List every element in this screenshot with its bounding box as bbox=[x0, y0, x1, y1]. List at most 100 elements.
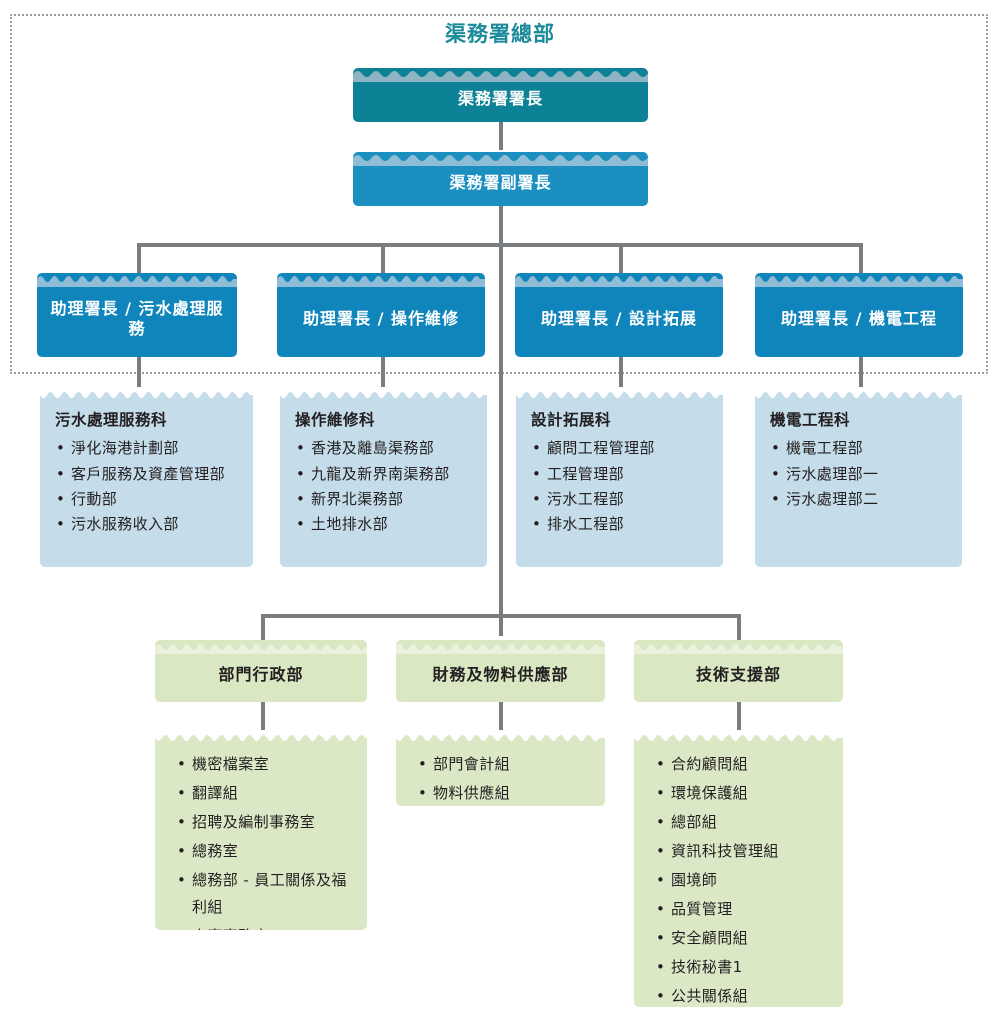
node-deputy-director[interactable]: 渠務署副署長 bbox=[353, 152, 648, 206]
list-item[interactable]: 人事事務室 bbox=[175, 922, 355, 930]
list-item[interactable]: 物料供應組 bbox=[416, 779, 593, 806]
list-item[interactable]: 顧問工程管理部 bbox=[530, 436, 711, 461]
list-item[interactable]: 污水處理部二 bbox=[769, 487, 950, 512]
node-assistant-director-operations-maintenance[interactable]: 助理署長 / 操作維修 bbox=[277, 273, 485, 357]
wave-decoration-icon bbox=[155, 644, 367, 654]
wave-decoration-icon bbox=[396, 730, 605, 741]
connector-ad-bus bbox=[137, 243, 863, 247]
node-assistant-director-electrical-mechanical-label: 助理署長 / 機電工程 bbox=[781, 309, 937, 328]
node-finance-supplies-body: 財務及物料供應部 bbox=[396, 640, 605, 702]
list-item[interactable]: 總部組 bbox=[654, 808, 831, 837]
node-director[interactable]: 渠務署署長 bbox=[353, 68, 648, 122]
list-item[interactable]: 安全顧問組 bbox=[654, 924, 831, 953]
list-item[interactable]: 工程管理部 bbox=[530, 462, 711, 487]
node-director-label: 渠務署署長 bbox=[457, 89, 543, 108]
connector-director-deputy bbox=[499, 122, 503, 150]
node-assistant-director-electrical-mechanical-body: 助理署長 / 機電工程 bbox=[755, 273, 963, 357]
panel-design-development[interactable]: 設計拓展科 顧問工程管理部 工程管理部 污水工程部 排水工程部 bbox=[516, 387, 723, 567]
list-item[interactable]: 環境保護組 bbox=[654, 779, 831, 808]
list-item[interactable]: 資訊科技管理組 bbox=[654, 837, 831, 866]
node-assistant-director-sewage-treatment[interactable]: 助理署長 / 污水處理服務 bbox=[37, 273, 237, 357]
connector-ad-drop-3 bbox=[619, 243, 623, 273]
page-title: 渠務署總部 bbox=[445, 22, 555, 46]
wave-decoration-icon bbox=[755, 387, 962, 398]
panel-technical-support-inner: 合約顧問組 環境保護組 總部組 資訊科技管理組 園境師 品質管理 安全顧問組 技… bbox=[634, 730, 843, 1007]
node-finance-supplies-label: 財務及物料供應部 bbox=[432, 665, 569, 684]
panel-finance-supplies-list[interactable]: 部門會計組 物料供應組 bbox=[396, 730, 605, 806]
node-assistant-director-electrical-mechanical[interactable]: 助理署長 / 機電工程 bbox=[755, 273, 963, 357]
panel-design-development-inner: 設計拓展科 顧問工程管理部 工程管理部 污水工程部 排水工程部 bbox=[516, 387, 723, 549]
connector-unit-list-drop-2 bbox=[499, 702, 503, 730]
panel-design-development-heading: 設計拓展科 bbox=[531, 411, 612, 429]
node-technical-support[interactable]: 技術支援部 bbox=[634, 640, 843, 702]
list-item[interactable]: 污水工程部 bbox=[530, 487, 711, 512]
connector-ad-drop-4 bbox=[859, 243, 863, 273]
panel-sewage-treatment-list: 淨化海港計劃部 客戶服務及資產管理部 行動部 污水服務收入部 bbox=[54, 436, 241, 537]
panel-departmental-administration-inner: 機密檔案室 翻譯組 招聘及編制事務室 總務室 總務部 - 員工關係及福利組 人事… bbox=[155, 730, 367, 930]
node-assistant-director-operations-maintenance-label: 助理署長 / 操作維修 bbox=[303, 309, 459, 328]
panel-operations-maintenance-heading: 操作維修科 bbox=[295, 411, 376, 429]
panel-operations-maintenance[interactable]: 操作維修科 香港及離島渠務部 九龍及新界南渠務部 新界北渠務部 土地排水部 bbox=[280, 387, 487, 567]
wave-decoration-icon bbox=[37, 276, 237, 287]
node-finance-supplies[interactable]: 財務及物料供應部 bbox=[396, 640, 605, 702]
wave-decoration-icon bbox=[755, 276, 963, 287]
connector-ad-drop-2 bbox=[381, 243, 385, 273]
list-item[interactable]: 行動部 bbox=[54, 487, 241, 512]
list-item[interactable]: 污水服務收入部 bbox=[54, 512, 241, 537]
list-item[interactable]: 客戶服務及資產管理部 bbox=[54, 462, 241, 487]
connector-panel-drop-2 bbox=[381, 357, 385, 387]
node-departmental-administration-label: 部門行政部 bbox=[218, 665, 304, 684]
list-item[interactable]: 土地排水部 bbox=[294, 512, 475, 537]
panel-departmental-administration-list[interactable]: 機密檔案室 翻譯組 招聘及編制事務室 總務室 總務部 - 員工關係及福利組 人事… bbox=[155, 730, 367, 930]
list-item[interactable]: 園境師 bbox=[654, 866, 831, 895]
list-item[interactable]: 機密檔案室 bbox=[175, 750, 355, 779]
connector-support-bus bbox=[261, 614, 741, 618]
node-assistant-director-sewage-treatment-body: 助理署長 / 污水處理服務 bbox=[37, 273, 237, 357]
list-item[interactable]: 公共關係組 bbox=[654, 982, 831, 1007]
list-item[interactable]: 九龍及新界南渠務部 bbox=[294, 462, 475, 487]
wave-decoration-icon bbox=[515, 276, 723, 287]
list-item[interactable]: 招聘及編制事務室 bbox=[175, 808, 355, 837]
technical-support-items: 合約顧問組 環境保護組 總部組 資訊科技管理組 園境師 品質管理 安全顧問組 技… bbox=[654, 750, 831, 1007]
node-assistant-director-design-development[interactable]: 助理署長 / 設計拓展 bbox=[515, 273, 723, 357]
list-item[interactable]: 品質管理 bbox=[654, 895, 831, 924]
list-item[interactable]: 總務部 - 員工關係及福利組 bbox=[175, 866, 355, 922]
panel-operations-maintenance-inner: 操作維修科 香港及離島渠務部 九龍及新界南渠務部 新界北渠務部 土地排水部 bbox=[280, 387, 487, 549]
node-deputy-director-label: 渠務署副署長 bbox=[449, 173, 552, 192]
list-item[interactable]: 技術秘書1 bbox=[654, 953, 831, 982]
list-item[interactable]: 污水處理部一 bbox=[769, 462, 950, 487]
list-item[interactable]: 部門會計組 bbox=[416, 750, 593, 779]
list-item[interactable]: 排水工程部 bbox=[530, 512, 711, 537]
panel-electrical-mechanical[interactable]: 機電工程科 機電工程部 污水處理部一 污水處理部二 bbox=[755, 387, 962, 567]
node-deputy-director-body: 渠務署副署長 bbox=[353, 152, 648, 206]
panel-sewage-treatment-inner: 污水處理服務科 淨化海港計劃部 客戶服務及資產管理部 行動部 污水服務收入部 bbox=[40, 387, 253, 549]
departmental-administration-items: 機密檔案室 翻譯組 招聘及編制事務室 總務室 總務部 - 員工關係及福利組 人事… bbox=[175, 750, 355, 930]
panel-electrical-mechanical-heading: 機電工程科 bbox=[770, 411, 851, 429]
node-assistant-director-design-development-label: 助理署長 / 設計拓展 bbox=[541, 309, 697, 328]
list-item[interactable]: 機電工程部 bbox=[769, 436, 950, 461]
wave-decoration-icon bbox=[277, 276, 485, 287]
wave-decoration-icon bbox=[40, 387, 253, 398]
wave-decoration-icon bbox=[353, 155, 648, 166]
connector-ad-drop-1 bbox=[137, 243, 141, 273]
connector-unit-list-drop-1 bbox=[261, 702, 265, 730]
panel-design-development-list: 顧問工程管理部 工程管理部 污水工程部 排水工程部 bbox=[530, 436, 711, 537]
panel-finance-supplies-inner: 部門會計組 物料供應組 bbox=[396, 730, 605, 806]
node-departmental-administration[interactable]: 部門行政部 bbox=[155, 640, 367, 702]
connector-support-drop-1 bbox=[261, 614, 265, 640]
panel-electrical-mechanical-list: 機電工程部 污水處理部一 污水處理部二 bbox=[769, 436, 950, 512]
list-item[interactable]: 淨化海港計劃部 bbox=[54, 436, 241, 461]
node-director-body: 渠務署署長 bbox=[353, 68, 648, 122]
list-item[interactable]: 新界北渠務部 bbox=[294, 487, 475, 512]
panel-electrical-mechanical-inner: 機電工程科 機電工程部 污水處理部一 污水處理部二 bbox=[755, 387, 962, 524]
panel-sewage-treatment[interactable]: 污水處理服務科 淨化海港計劃部 客戶服務及資產管理部 行動部 污水服務收入部 bbox=[40, 387, 253, 567]
list-item[interactable]: 翻譯組 bbox=[175, 779, 355, 808]
list-item[interactable]: 總務室 bbox=[175, 837, 355, 866]
finance-supplies-items: 部門會計組 物料供應組 bbox=[416, 750, 593, 806]
connector-unit-list-drop-3 bbox=[737, 702, 741, 730]
list-item[interactable]: 香港及離島渠務部 bbox=[294, 436, 475, 461]
list-item[interactable]: 合約顧問組 bbox=[654, 750, 831, 779]
node-departmental-administration-body: 部門行政部 bbox=[155, 640, 367, 702]
node-assistant-director-operations-maintenance-body: 助理署長 / 操作維修 bbox=[277, 273, 485, 357]
panel-technical-support-list[interactable]: 合約顧問組 環境保護組 總部組 資訊科技管理組 園境師 品質管理 安全顧問組 技… bbox=[634, 730, 843, 1007]
